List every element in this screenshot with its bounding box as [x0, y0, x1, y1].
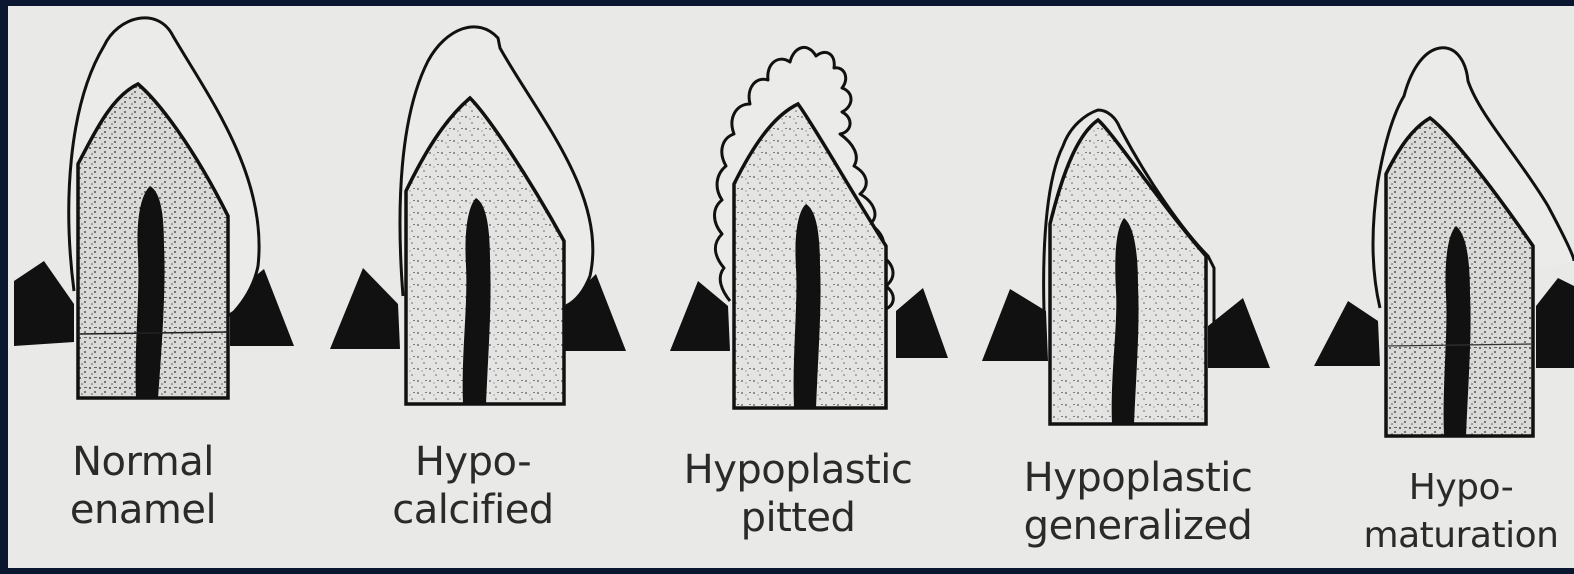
label-line-2: generalized — [1008, 502, 1268, 550]
left-gingiva — [14, 261, 74, 346]
label-line-1: Hypoplastic — [1008, 454, 1268, 502]
tooth-hypomaturation — [1314, 48, 1574, 436]
label-line-1: Hypo- — [1348, 464, 1574, 512]
left-gingiva — [330, 268, 400, 349]
diagram-frame: Normal enamel Hypo- calcified Hypoplasti… — [8, 6, 1574, 568]
label-hypoplastic-generalized: Hypoplastic generalized — [1008, 454, 1268, 550]
label-line-1: Hypo- — [358, 438, 588, 486]
right-gingiva — [1536, 278, 1574, 368]
label-line-1: Hypoplastic — [668, 446, 928, 494]
label-hypocalcified: Hypo- calcified — [358, 438, 588, 534]
left-gingiva — [1314, 301, 1380, 366]
left-gingiva — [670, 281, 730, 351]
label-line-2: pitted — [668, 494, 928, 542]
tooth-hypoplastic-generalized — [982, 110, 1270, 424]
left-gingiva — [982, 289, 1048, 361]
label-line-2: enamel — [28, 486, 258, 534]
label-line-2: calcified — [358, 486, 588, 534]
pulp — [463, 198, 491, 404]
label-hypomaturation: Hypo- maturation — [1348, 464, 1574, 560]
pulp — [1444, 226, 1471, 436]
pulp — [136, 186, 165, 398]
right-gingiva — [896, 288, 948, 358]
label-hypoplastic-pitted: Hypoplastic pitted — [668, 446, 928, 542]
label-line-1: Normal — [28, 438, 258, 486]
tooth-normal-enamel — [14, 18, 294, 398]
right-gingiva — [1208, 298, 1270, 368]
tooth-hypoplastic-pitted — [670, 47, 948, 408]
tooth-hypocalcified — [330, 27, 626, 404]
label-line-2: maturation — [1348, 512, 1574, 560]
pulp — [794, 204, 821, 408]
label-normal-enamel: Normal enamel — [28, 438, 258, 534]
